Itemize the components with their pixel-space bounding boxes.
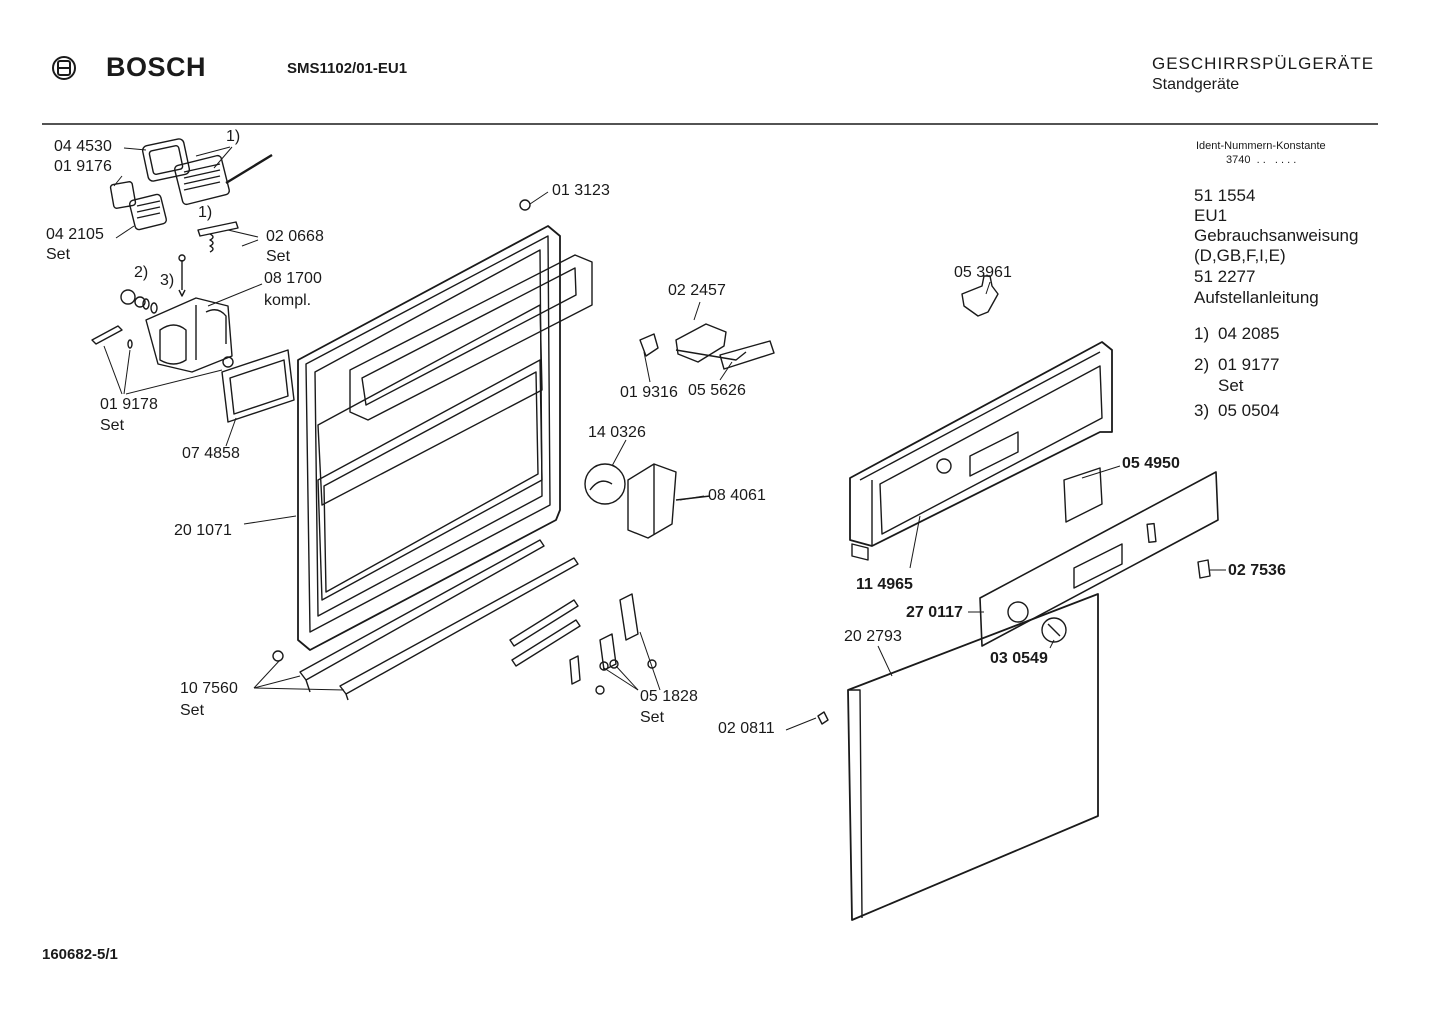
part-label: 3) <box>160 272 175 289</box>
control-panel-frame <box>849 275 1113 561</box>
note-value: Set <box>1218 376 1244 395</box>
front-door-panel <box>817 593 1099 921</box>
part-label: 01 9176 <box>54 158 112 175</box>
side-line: Aufstellanleitung <box>1194 288 1319 307</box>
note-value: 05 0504 <box>1218 401 1280 420</box>
note-key: 2) <box>1194 355 1210 374</box>
part-label: 20 2793 <box>844 628 902 645</box>
ident-title: Ident-Nummern-Konstante <box>1196 140 1326 152</box>
part-label: Set <box>46 246 71 263</box>
part-label: 14 0326 <box>588 424 646 441</box>
part-label: 04 2105 <box>46 226 104 243</box>
side-line: (D,GB,F,I,E) <box>1194 246 1286 265</box>
model-number: SMS1102/01-EU1 <box>287 60 408 77</box>
part-label: 08 4061 <box>708 487 766 504</box>
part-label: 10 7560 <box>180 680 238 697</box>
part-label: 05 1828 <box>640 688 698 705</box>
part-label: 05 5626 <box>688 382 746 399</box>
part-label: Set <box>266 248 291 265</box>
part-label: 2) <box>134 264 149 281</box>
ident-value: 3740 . . . . . . <box>1226 154 1297 166</box>
door-bottom-rails <box>272 539 579 701</box>
note-key: 1) <box>1194 324 1210 343</box>
note-value: 04 2085 <box>1218 324 1280 343</box>
part-label: Set <box>180 702 205 719</box>
part-label: Set <box>640 709 665 726</box>
part-label: 02 2457 <box>668 282 726 299</box>
part-label: 01 9178 <box>100 396 158 413</box>
part-label: 27 0117 <box>906 604 963 621</box>
side-line: 51 2277 <box>1194 267 1256 286</box>
side-line: 51 1554 <box>1194 186 1256 205</box>
footer-code: 160682-5/1 <box>42 946 118 963</box>
part-label: 02 0668 <box>266 228 324 245</box>
part-label: 02 0811 <box>718 720 775 737</box>
note-value: 01 9177 <box>1218 355 1280 374</box>
part-label: 11 4965 <box>856 576 913 593</box>
subcategory-title: Standgeräte <box>1152 76 1240 93</box>
part-label: 03 0549 <box>990 650 1048 667</box>
part-label: 05 3961 <box>954 264 1012 281</box>
part-label: Set <box>100 417 125 434</box>
part-label: 02 7536 <box>1228 562 1286 579</box>
dispenser-cover-parts <box>91 138 295 423</box>
side-line: Gebrauchsanweisung <box>1194 226 1359 245</box>
brand-name: BOSCH <box>106 52 207 82</box>
part-label: 20 1071 <box>174 522 232 539</box>
part-label: 07 4858 <box>182 445 240 462</box>
part-label: 04 4530 <box>54 138 112 155</box>
note-key: 3) <box>1194 401 1210 420</box>
control-panel-fascia <box>979 467 1219 647</box>
part-label: 01 3123 <box>552 182 610 199</box>
part-label: kompl. <box>264 292 312 309</box>
part-label: 1) <box>198 204 213 221</box>
part-label: 05 4950 <box>1122 455 1180 472</box>
side-line: EU1 <box>1194 206 1228 225</box>
part-label: 01 9316 <box>620 384 678 401</box>
part-label: 1) <box>226 128 241 145</box>
inner-door-panel <box>297 199 593 651</box>
category-title: GESCHIRRSPÜLGERÄTE <box>1152 54 1375 73</box>
part-label: 08 1700 <box>264 270 322 287</box>
